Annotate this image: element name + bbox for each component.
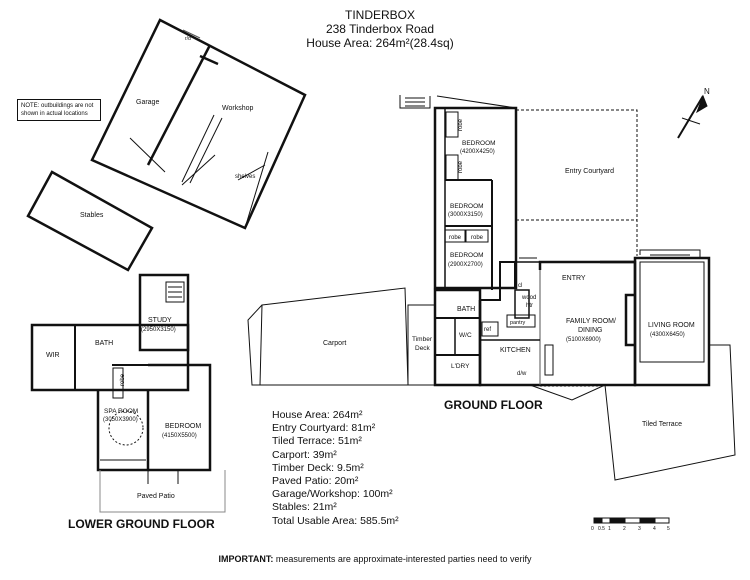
living-room-label: LIVING ROOM — [648, 322, 695, 329]
scale-tick-0: 0 — [591, 526, 594, 532]
disclaimer-text: measurements are approximate-interested … — [273, 554, 532, 564]
living-room-size: (4300X6450) — [650, 332, 685, 338]
bedroom1-label: BEDROOM — [462, 140, 496, 147]
disclaimer-label: IMPORTANT: — [218, 554, 274, 564]
area-timber-deck: Timber Deck: 9.5m² — [272, 461, 364, 474]
study-label: STUDY — [148, 317, 172, 324]
outbuilding-stables — [26, 170, 154, 272]
house-area-header: House Area: 264m²(28.4sq) — [306, 36, 454, 50]
paved-patio-label: Paved Patio — [137, 493, 175, 500]
workshop-label: Workshop — [222, 105, 253, 112]
lower-ground-floor-title: LOWER GROUND FLOOR — [68, 517, 215, 531]
dining-label: DINING — [578, 327, 603, 334]
laundry-label: L'DRY — [451, 363, 470, 370]
bedroom2-size: (3000X3150) — [448, 212, 483, 218]
area-house: House Area: 264m² — [272, 409, 363, 421]
closet-label: cl — [518, 283, 522, 289]
outbuilding-garage-workshop — [90, 18, 307, 230]
spa-room-size: (3050X3900) — [103, 417, 138, 423]
ground-floor-title: GROUND FLOOR — [444, 398, 543, 412]
lower-ground-floor-walls — [30, 273, 226, 513]
plan-header: TINDERBOX 238 Tinderbox Road House Area:… — [250, 8, 510, 50]
scale-tick-0-5: 0.5 — [598, 526, 605, 532]
scale-tick-3: 3 — [638, 526, 641, 532]
scale-tick-2: 2 — [623, 526, 626, 532]
robe-label-2: robe — [471, 235, 484, 241]
timber-deck-label-2: Deck — [415, 345, 431, 352]
family-room-size: (5100X6900) — [566, 337, 601, 343]
ground-floor-walls — [247, 95, 736, 481]
tiled-terrace-label: Tiled Terrace — [642, 421, 682, 428]
area-carport: Carport: 39m² — [272, 448, 337, 461]
area-entry-courtyard: Entry Courtyard: 81m² — [272, 422, 376, 435]
disclaimer: IMPORTANT: measurements are approximate-… — [0, 554, 750, 564]
carport-label: Carport — [323, 340, 346, 347]
north-arrow-icon — [677, 94, 708, 139]
entry-label: ENTRY — [562, 275, 586, 282]
lower-bath-label: BATH — [95, 340, 113, 347]
area-summary: House Area: 264m² Entry Courtyard: 81m² … — [272, 409, 399, 528]
scale-tick-1: 1 — [608, 526, 611, 532]
area-garage-workshop: Garage/Workshop: 100m² — [272, 488, 393, 501]
robe-label-1: robe — [449, 235, 462, 241]
bedroom2-label: BEDROOM — [450, 203, 484, 210]
study-size: (2950X3150) — [141, 327, 176, 333]
pantry-label: pantry — [510, 320, 526, 326]
lower-robe-label: robe — [120, 373, 126, 386]
roller-door-mark: r/d — [185, 36, 191, 42]
wood-heater-label: wood — [521, 295, 536, 301]
scale-tick-4: 4 — [653, 526, 656, 532]
lower-bedroom-label: BEDROOM — [165, 423, 201, 430]
area-paved-patio: Paved Patio: 20m² — [272, 475, 359, 488]
wc-label: W/C — [459, 332, 472, 339]
entry-courtyard-label: Entry Courtyard — [565, 168, 614, 175]
wir-label: WIR — [46, 352, 60, 359]
scale-bar — [593, 517, 670, 524]
lower-bedroom-size: (4150X5500) — [162, 433, 197, 439]
kitchen-label: KITCHEN — [500, 347, 531, 354]
shelves-label: shelves — [235, 174, 255, 180]
area-stables: Stables: 21m² — [272, 501, 337, 514]
dishwasher-label: d/w — [517, 371, 527, 377]
area-tiled-terrace: Tiled Terrace: 51m² — [272, 435, 362, 448]
fridge-label: ref — [484, 327, 491, 333]
compass-n: N — [704, 87, 710, 96]
bath-label: BATH — [457, 306, 475, 313]
outbuildings-note: NOTE: outbuildings are not shown in actu… — [17, 99, 101, 121]
stables-label: Stables — [80, 212, 104, 219]
robe-label-4: robe — [458, 160, 464, 173]
garage-label: Garage — [136, 99, 159, 106]
property-address: 238 Tinderbox Road — [325, 22, 435, 36]
robe-label-3: robe — [458, 118, 464, 131]
bedroom3-size: (2900X2700) — [448, 262, 483, 268]
bedroom1-size: (4200X4250) — [460, 149, 495, 155]
scale-tick-5: 5 — [667, 526, 670, 532]
bedroom3-label: BEDROOM — [450, 252, 484, 259]
property-title: TINDERBOX — [344, 8, 415, 22]
spa-room-label: SPA ROOM — [104, 408, 138, 415]
family-room-label: FAMILY ROOM/ — [566, 318, 616, 325]
timber-deck-label-1: Timber — [412, 336, 433, 343]
area-total: Total Usable Area: 585.5m² — [272, 514, 399, 527]
heater-label: htr — [526, 303, 533, 309]
